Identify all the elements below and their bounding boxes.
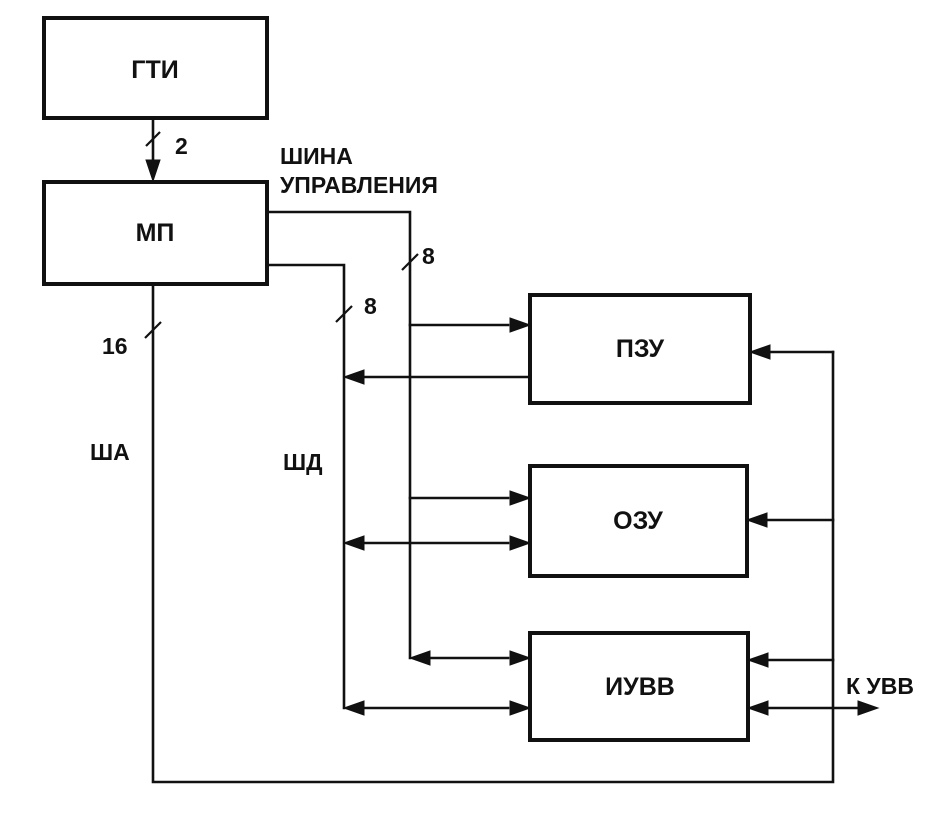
io-link: К УВВ (746, 673, 914, 716)
clock-link: 2 (145, 116, 188, 183)
clock-bus-slash (145, 131, 161, 147)
block-ozu-label: ОЗУ (613, 507, 663, 535)
data-bus-label: ШД (283, 449, 323, 475)
address-bus-label: ША (90, 439, 130, 465)
control-bus-slash (401, 253, 419, 271)
data-bus: 8 ШД (265, 263, 532, 716)
block-pzu-label: ПЗУ (616, 335, 665, 363)
control-bus-width-label: 8 (422, 243, 435, 269)
block-mp: МП (42, 180, 269, 286)
block-gti: ГТИ (42, 16, 269, 120)
address-bus-slash (144, 321, 162, 339)
control-bus: 8 ШИНА УПРАВЛЕНИЯ (265, 143, 532, 666)
data-bus-slash (335, 305, 353, 323)
control-bus-title-line2: УПРАВЛЕНИЯ (280, 172, 438, 198)
block-ozu: ОЗУ (528, 464, 749, 578)
block-mp-label: МП (136, 219, 175, 247)
to-io-label: К УВВ (846, 673, 914, 699)
clock-width-label: 2 (175, 133, 188, 159)
block-pzu: ПЗУ (528, 293, 752, 405)
data-bus-width-label: 8 (364, 293, 377, 319)
address-bus: 16 ША (90, 282, 835, 784)
block-gti-label: ГТИ (131, 56, 178, 84)
control-bus-title-line1: ШИНА (280, 143, 353, 169)
address-bus-width-label: 16 (102, 333, 128, 359)
block-iuvv: ИУВВ (528, 631, 750, 742)
block-iuvv-label: ИУВВ (605, 673, 675, 701)
